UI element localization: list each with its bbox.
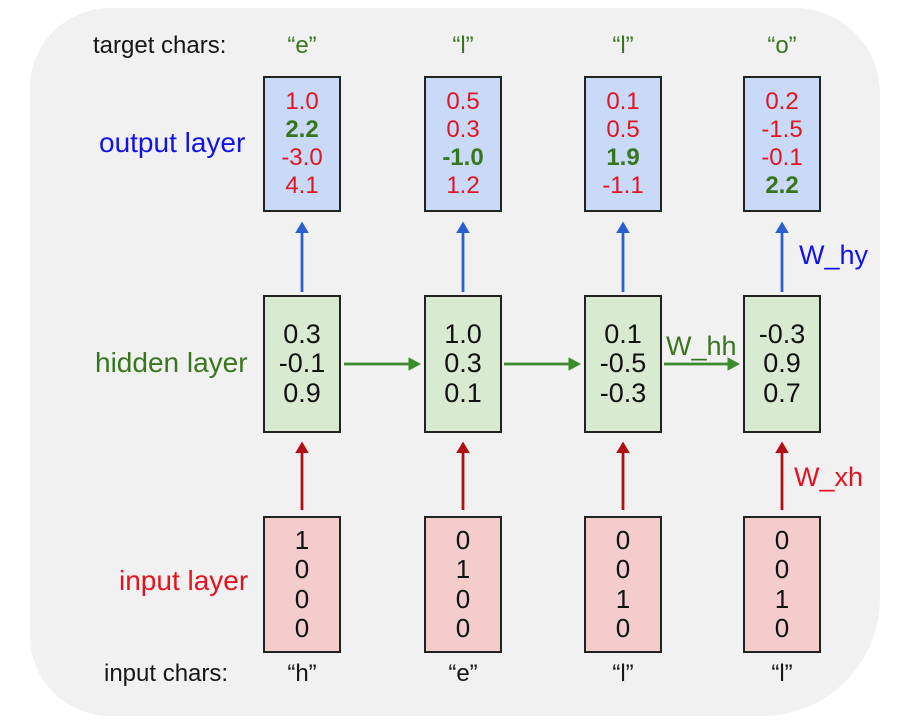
hidden-to-output-arrow-4 [775,221,789,292]
hidden-value: -0.5 [599,348,647,379]
input-value: 0 [774,613,790,643]
weight-label-w-hy: W_hy [799,240,869,270]
weight-label-w-hh: W_hh [666,331,737,361]
output-value-target: 2.2 [765,172,799,199]
output-vector-4: 0.2 -1.5 -0.1 2.2 [743,76,821,212]
input-value: 0 [455,583,471,614]
input-value: 0 [294,554,310,584]
hidden-to-output-arrow-2 [456,221,470,292]
input-vector-1: 1 0 0 0 [263,516,341,653]
input-chars-label: input chars: [104,660,229,687]
input-to-hidden-arrow-4 [775,441,789,510]
input-vector-3: 0 0 1 0 [584,516,662,653]
output-value: 1.2 [446,172,480,199]
target-char-3: “l” [612,32,634,59]
output-value: 4.1 [285,172,319,199]
hidden-to-hidden-arrow-1 [344,357,421,371]
input-value: 0 [615,524,631,555]
input-value: 1 [455,554,471,584]
output-vector-1: 1.0 2.2 -3.0 4.1 [263,76,341,212]
hidden-value: -0.3 [599,377,647,408]
output-value-target: 1.9 [606,144,640,171]
hidden-value: 0.9 [283,377,321,408]
output-value: 0.3 [446,116,480,143]
output-value: -3.0 [281,144,323,171]
input-char-3: “l” [612,660,634,687]
hidden-to-output-arrow-1 [295,221,309,292]
input-vector-4: 0 0 1 0 [743,516,821,653]
hidden-value: 1.0 [444,318,482,349]
hidden-value: 0.9 [763,348,801,379]
input-value: 0 [615,613,631,643]
hidden-value: -0.1 [278,348,326,379]
input-to-hidden-arrow-3 [616,441,630,510]
input-vector-2: 0 1 0 0 [424,516,502,653]
output-vector-3: 0.1 0.5 1.9 -1.1 [584,76,662,212]
output-value: -0.1 [761,144,803,171]
output-value: 0.1 [606,88,640,115]
hidden-to-hidden-arrow-2 [504,357,581,371]
input-to-hidden-arrow-2 [456,441,470,510]
hidden-vector-2: 1.0 0.3 0.1 [424,295,502,433]
hidden-vector-3: 0.1 -0.5 -0.3 [584,295,662,433]
output-layer-label: output layer [99,127,246,158]
hidden-value: 0.1 [604,318,642,349]
input-value: 0 [455,613,471,643]
input-value: 1 [774,583,790,614]
hidden-value: 0.3 [444,348,482,379]
hidden-value: 0.1 [444,377,482,408]
input-value: 1 [294,524,310,555]
input-value: 0 [455,524,471,555]
output-value: -1.5 [761,116,803,143]
hidden-value: 0.3 [283,318,321,349]
output-value: 0.5 [606,116,640,143]
input-value: 0 [774,524,790,555]
target-char-4: “o” [767,32,797,59]
hidden-to-hidden-arrow-3 [664,357,740,371]
output-vector-2: 0.5 0.3 -1.0 1.2 [424,76,502,212]
output-value: 0.2 [765,88,799,115]
input-layer-label: input layer [119,565,249,596]
input-value: 0 [294,613,310,643]
target-char-2: “l” [452,32,474,59]
input-value: 1 [615,583,631,614]
output-value-target: 2.2 [285,116,319,143]
output-value-target: -1.0 [442,144,484,171]
output-value: 1.0 [285,88,319,115]
output-value: 0.5 [446,88,480,115]
hidden-vector-4: -0.3 0.9 0.7 [743,295,821,433]
target-chars-label: target chars: [93,32,227,59]
hidden-to-output-arrow-3 [616,221,630,292]
input-value: 0 [774,554,790,584]
output-value: -1.1 [602,172,644,199]
input-to-hidden-arrow-1 [295,441,309,510]
hidden-value: 0.7 [763,377,801,408]
input-char-1: “h” [287,660,317,687]
input-char-4: “l” [771,660,793,687]
hidden-vector-1: 0.3 -0.1 0.9 [263,295,341,433]
input-value: 0 [294,583,310,614]
hidden-value: -0.3 [758,318,806,349]
hidden-layer-label: hidden layer [95,347,248,378]
input-char-2: “e” [448,660,478,687]
input-value: 0 [615,554,631,584]
target-char-1: “e” [287,32,317,59]
weight-label-w-xh: W_xh [794,462,864,492]
